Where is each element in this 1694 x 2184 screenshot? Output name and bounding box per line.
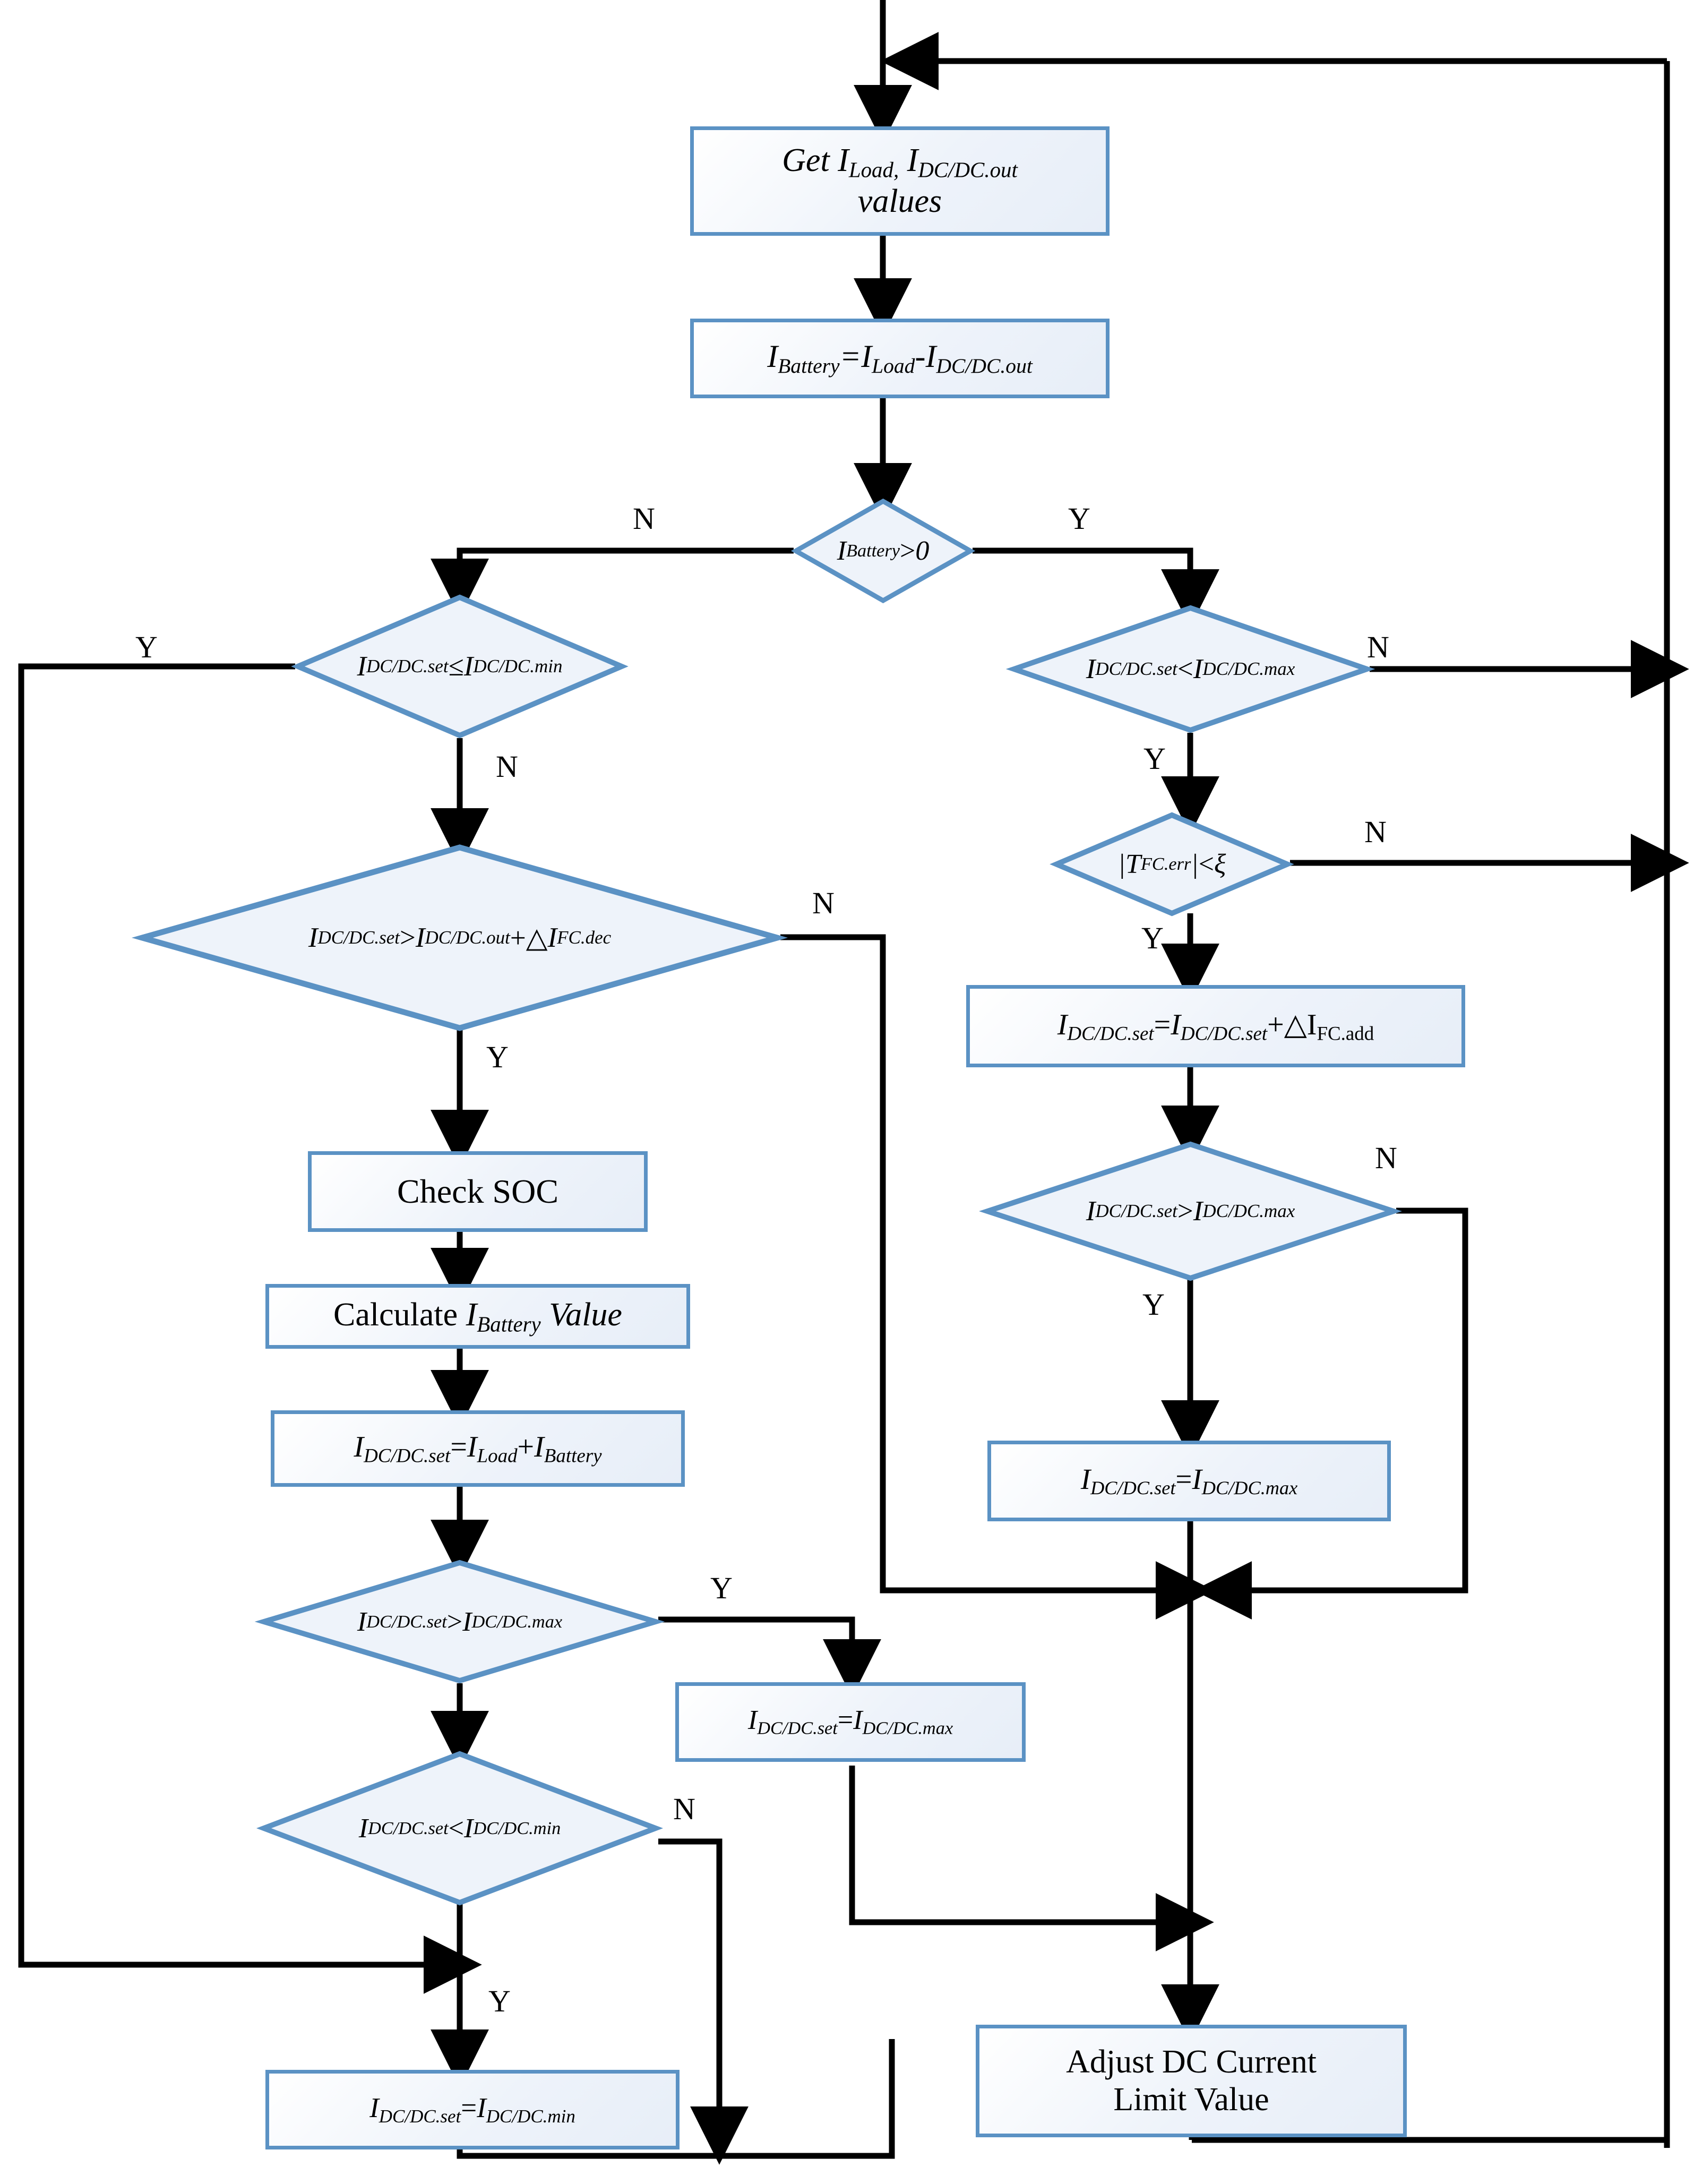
diamond-shape <box>1050 812 1294 917</box>
calculate-ibattery-text: Calculate IBattery Value <box>333 1296 622 1337</box>
process-clamp-min-left[interactable]: IDC/DC.set=IDC/DC.min <box>265 2070 680 2149</box>
branch-label-set-gt-out-dec-yes: Y <box>486 1040 509 1074</box>
branch-label-set-lt-min-left-no: N <box>673 1792 695 1826</box>
clamp-min-left-text: IDC/DC.set=IDC/DC.min <box>369 2093 575 2127</box>
branch-label-set-gt-max-right-yes: Y <box>1142 1287 1165 1322</box>
branch-label-tfc-err-no: N <box>1364 815 1387 849</box>
branch-label-battery-gt0-yes: Y <box>1068 501 1090 536</box>
diamond-shape <box>291 594 629 739</box>
branch-label-tfc-err-yes: Y <box>1141 921 1164 955</box>
adjust-line1: Adjust DC Current <box>1066 2043 1317 2080</box>
branch-label-set-gt-max-left-yes: Y <box>710 1571 733 1605</box>
set-plus-fc-add-text: IDC/DC.set=IDC/DC.set+△IFC.add <box>1057 1008 1374 1044</box>
branch-label-set-lt-max-no: N <box>1367 630 1389 664</box>
diamond-shape <box>1005 605 1375 733</box>
process-set-plus-fc-add[interactable]: IDC/DC.set=IDC/DC.set+△IFC.add <box>966 985 1465 1067</box>
process-set-load-plus-batt[interactable]: IDC/DC.set=ILoad+IBattery <box>271 1410 685 1487</box>
process-adjust-dc-current[interactable]: Adjust DC Current Limit Value <box>976 2025 1407 2137</box>
process-calculate-ibattery[interactable]: Calculate IBattery Value <box>265 1284 690 1349</box>
diamond-shape <box>256 1751 664 1906</box>
get-values-line1: Get ILoad, IDC/DC.out <box>782 142 1018 182</box>
branch-label-set-lt-min-left-yes: Y <box>488 1984 511 2018</box>
process-get-values[interactable]: Get ILoad, IDC/DC.out values <box>690 126 1110 236</box>
get-values-text: Get ILoad, IDC/DC.out values <box>777 142 1023 220</box>
branch-label-battery-gt0-no: N <box>633 501 655 536</box>
branch-label-set-le-min-no: N <box>496 749 518 784</box>
branch-label-set-lt-max-yes: Y <box>1143 741 1166 776</box>
clamp-max-right-text: IDC/DC.set=IDC/DC.max <box>1080 1463 1298 1499</box>
branch-label-set-gt-out-dec-no: N <box>812 886 835 920</box>
adjust-dc-current-text: Adjust DC Current Limit Value <box>1061 2043 1322 2119</box>
adjust-line2: Limit Value <box>1113 2082 1269 2118</box>
diamond-shape <box>790 498 976 604</box>
check-soc-text: Check SOC <box>397 1172 558 1211</box>
battery-equation-text: IBattery=ILoad-IDC/DC.out <box>767 339 1033 378</box>
branch-label-set-gt-max-right-no: N <box>1375 1141 1397 1175</box>
diamond-shape <box>131 844 788 1031</box>
process-battery-equation[interactable]: IBattery=ILoad-IDC/DC.out <box>690 319 1110 398</box>
clamp-max-left-text: IDC/DC.set=IDC/DC.max <box>747 1705 953 1739</box>
diamond-shape <box>979 1141 1402 1281</box>
process-check-soc[interactable]: Check SOC <box>308 1151 648 1232</box>
set-load-plus-batt-text: IDC/DC.set=ILoad+IBattery <box>354 1431 602 1467</box>
process-clamp-max-left[interactable]: IDC/DC.set=IDC/DC.max <box>675 1682 1026 1762</box>
process-clamp-max-right[interactable]: IDC/DC.set=IDC/DC.max <box>987 1441 1391 1521</box>
branch-label-set-le-min-yes: Y <box>135 630 158 664</box>
get-values-line2: values <box>857 183 942 219</box>
diamond-shape <box>254 1560 665 1684</box>
